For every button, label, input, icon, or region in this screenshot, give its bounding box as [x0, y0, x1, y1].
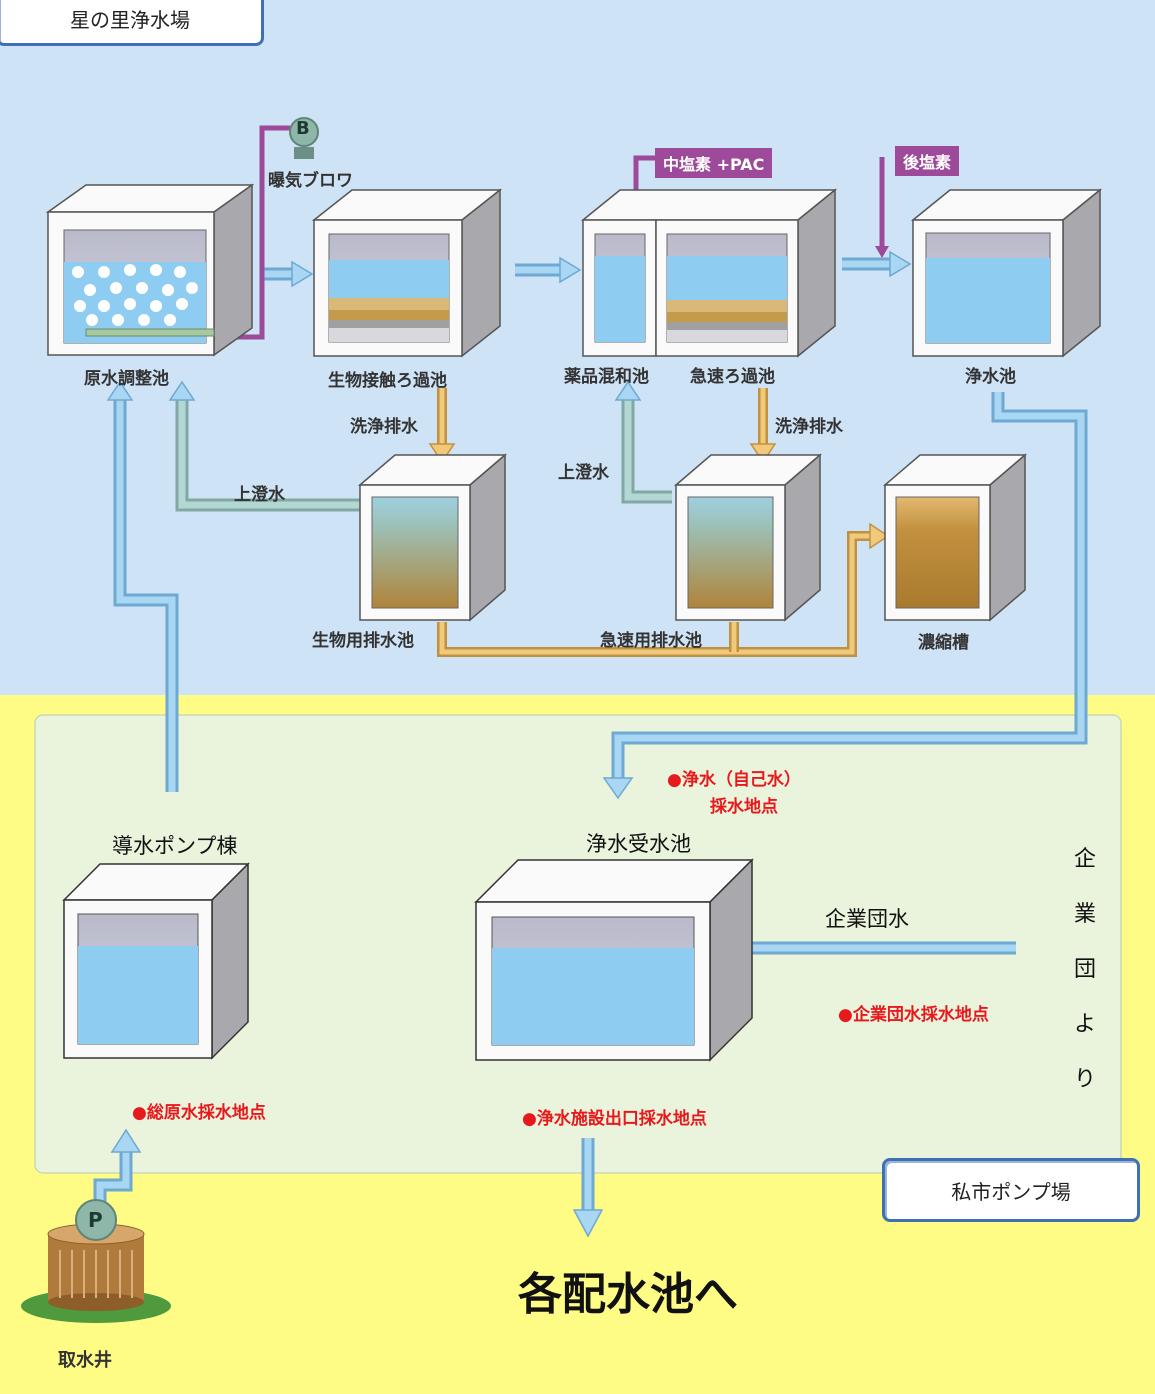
bio-filter-label: 生物接触ろ過池 — [328, 371, 447, 391]
sampling-corp-water: ●企業団水採水地点 — [838, 1005, 989, 1025]
thickener-label: 濃縮槽 — [918, 633, 969, 653]
blower-icon — [289, 117, 319, 159]
bio-filter-tank — [311, 188, 503, 358]
orange-pipes — [437, 388, 872, 657]
rapid-drain-tank — [673, 453, 823, 622]
orange-arrowheads — [428, 443, 890, 550]
plant-title-box: 星の里浄水場 — [0, 0, 264, 46]
pump-station-title: 私市ポンプ場 — [951, 1179, 1071, 1204]
sampling-outlet: ●浄水施設出口採水地点 — [522, 1109, 707, 1129]
clear-tank-label: 浄水池 — [965, 367, 1016, 387]
supernatant-label-1: 上澄水 — [234, 485, 285, 505]
intake-well-label: 取水井 — [58, 1350, 112, 1371]
pump-station-title-box: 私市ポンプ場 — [882, 1158, 1140, 1222]
sampling-clear-self-line2: 採水地点 — [710, 797, 778, 817]
rapid-filter-label: 急速ろ過池 — [690, 367, 775, 387]
rapid-drain-label: 急速用排水池 — [600, 631, 702, 651]
receiving-tank — [474, 858, 754, 1062]
from-corporation-vertical: 企 業 団 よ り — [1070, 832, 1100, 1107]
chemical-mix-and-rapid-filter — [580, 188, 838, 358]
intake-well-icon — [21, 1199, 171, 1323]
sampling-clear-self-line1: ●浄水（自己水） — [667, 770, 801, 790]
supernatant-label-2: 上澄水 — [558, 463, 609, 483]
intake-pump-building-tank — [62, 862, 250, 1060]
destination-label: 各配水池へ — [518, 1269, 738, 1320]
vertical-char: り — [1073, 1067, 1096, 1092]
intake-pump-label: 導水ポンプ棟 — [112, 834, 238, 858]
raw-adjustment-tank — [45, 183, 255, 357]
blower-label: 曝気ブロワ — [268, 171, 353, 191]
bio-drain-tank — [357, 453, 508, 622]
raw-adjust-label: 原水調整池 — [84, 369, 169, 389]
blue-pipes — [93, 257, 1088, 1210]
corp-water-label: 企業団水 — [825, 907, 909, 931]
vertical-char: よ — [1073, 1012, 1096, 1037]
vertical-char: 企 — [1073, 847, 1096, 872]
plant-title: 星の里浄水場 — [70, 7, 190, 32]
sampling-raw-water: ●総原水採水地点 — [132, 1103, 266, 1123]
wash-drain-label-2: 洗浄排水 — [775, 417, 843, 437]
pump-symbol: P — [88, 1208, 103, 1232]
vertical-char: 団 — [1073, 957, 1096, 982]
blower-symbol: B — [296, 118, 310, 139]
bio-drain-label: 生物用排水池 — [312, 631, 414, 651]
pre-chlorine-tag: 中塩素 +PAC — [655, 148, 773, 178]
vertical-char: 業 — [1073, 902, 1096, 927]
aeration-bubbles — [72, 264, 198, 326]
post-chlorine-tag: 後塩素 — [895, 146, 960, 176]
thickener-tank — [882, 453, 1028, 622]
clear-water-tank — [910, 188, 1103, 358]
receiving-tank-label: 浄水受水池 — [586, 832, 691, 856]
wash-drain-label-1: 洗浄排水 — [350, 417, 418, 437]
chem-mix-label: 薬品混和池 — [564, 367, 649, 387]
